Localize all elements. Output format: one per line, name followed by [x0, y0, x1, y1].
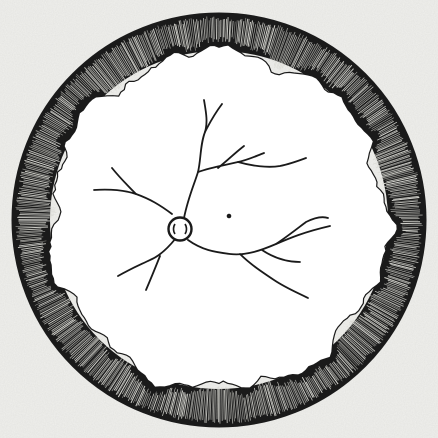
fovea-dot [227, 214, 232, 219]
band-streak [396, 215, 423, 216]
optic-disc-rim [169, 218, 192, 241]
band-streak [222, 387, 223, 421]
band-streak [214, 17, 215, 40]
optic-disc [169, 218, 192, 241]
band-streak [20, 224, 46, 225]
